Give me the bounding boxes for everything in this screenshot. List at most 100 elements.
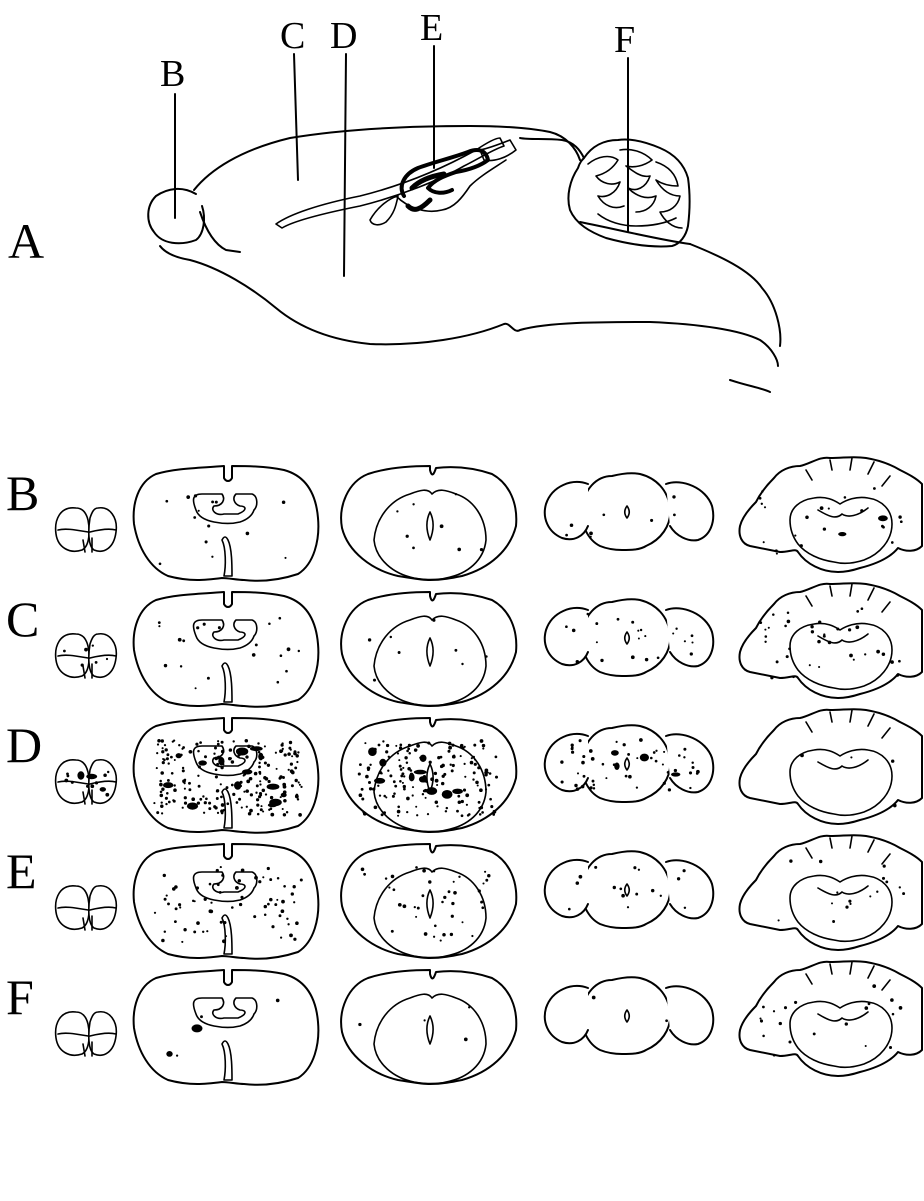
label-dot: [265, 793, 267, 795]
label-dot: [684, 907, 686, 909]
label-dot: [189, 750, 193, 754]
label-dot: [194, 494, 197, 497]
label-dot: [264, 905, 267, 908]
label-dot: [167, 779, 170, 782]
label-dot: [399, 744, 402, 747]
label-dot: [221, 874, 224, 877]
label-dot: [416, 744, 420, 748]
label-dot: [161, 939, 165, 943]
label-dot: [379, 771, 382, 774]
label-dot: [464, 776, 466, 778]
label-dot: [160, 804, 163, 807]
label-dot: [848, 628, 851, 631]
label-dot: [268, 809, 270, 811]
label-dot: [424, 932, 428, 936]
label-dot: [896, 674, 899, 677]
label-dot: [204, 898, 207, 901]
label-dot: [677, 877, 680, 880]
label-dot: [474, 759, 476, 761]
label-dot: [174, 885, 178, 889]
label-dot: [784, 1006, 787, 1009]
label-dot: [259, 780, 261, 782]
label-dot: [478, 889, 481, 892]
label-dot: [297, 798, 299, 800]
label-dot: [179, 906, 181, 908]
label-dot: [248, 812, 252, 816]
section-row-f: F: [6, 961, 922, 1085]
label-dot: [173, 739, 175, 741]
label-dot: [84, 648, 88, 652]
label-dot: [229, 748, 232, 751]
label-dot: [216, 869, 219, 872]
label-dot: [158, 621, 161, 624]
label-dot: [441, 901, 444, 904]
label-dot: [489, 772, 492, 775]
label-dot: [393, 792, 396, 795]
label-dot: [274, 903, 277, 906]
label-dot: [696, 772, 699, 775]
label-dot: [589, 749, 593, 753]
label-dot: [254, 772, 258, 776]
label-dot: [287, 923, 289, 925]
label-dot: [403, 785, 406, 788]
label-dot: [205, 797, 208, 800]
label-dot: [770, 676, 773, 679]
label-dot: [358, 1023, 361, 1026]
label-dot: [819, 860, 822, 863]
label-dot: [199, 798, 202, 801]
label-dot: [485, 879, 488, 882]
label-dot: [362, 811, 364, 813]
label-dot: [217, 883, 220, 886]
label-dot: [589, 532, 593, 536]
label-cluster: [640, 754, 649, 762]
label-cluster: [452, 789, 463, 794]
label-dot: [482, 744, 485, 747]
label-cluster: [368, 747, 377, 756]
label-dot: [156, 752, 158, 754]
label-dot: [188, 782, 191, 785]
label-dot: [267, 867, 270, 870]
label-dot: [845, 905, 848, 908]
label-dot: [464, 763, 466, 765]
section-row-b: B: [6, 457, 922, 581]
label-dot: [385, 877, 387, 879]
label-dot: [441, 764, 445, 768]
label-dot: [363, 873, 366, 876]
hippocampal-section: [341, 592, 516, 706]
label-dot: [182, 807, 184, 809]
row-label-e: E: [6, 843, 37, 899]
label-dot: [397, 752, 399, 754]
label-dot: [850, 756, 852, 758]
label-dot: [184, 796, 187, 799]
label-cluster: [281, 793, 287, 798]
label-dot: [800, 544, 803, 547]
label-dot: [161, 812, 163, 814]
label-dot: [387, 770, 389, 772]
label-dot: [759, 621, 762, 624]
label-dot: [373, 679, 376, 682]
label-dot: [368, 638, 371, 641]
label-dot: [157, 739, 161, 743]
label-dot: [761, 490, 763, 492]
label-dot: [482, 748, 484, 750]
label-dot: [460, 744, 464, 748]
label-dot: [872, 984, 876, 988]
label-dot: [397, 806, 400, 809]
label-dot: [636, 786, 638, 788]
label-dot: [276, 768, 278, 770]
label-dot: [166, 757, 169, 760]
label-dot: [220, 796, 223, 799]
label-dot: [583, 775, 586, 778]
label-dot: [369, 787, 372, 790]
label-dot: [890, 998, 894, 1002]
label-dot: [672, 632, 674, 634]
label-dot: [63, 650, 66, 653]
label-cluster: [878, 515, 888, 521]
label-dot: [220, 866, 222, 868]
sagittal-brain-outline: [148, 126, 780, 392]
label-dot: [427, 813, 429, 815]
label-dot: [860, 509, 863, 512]
label-dot: [623, 743, 626, 746]
label-dot: [221, 750, 225, 754]
label-dot: [198, 785, 201, 788]
